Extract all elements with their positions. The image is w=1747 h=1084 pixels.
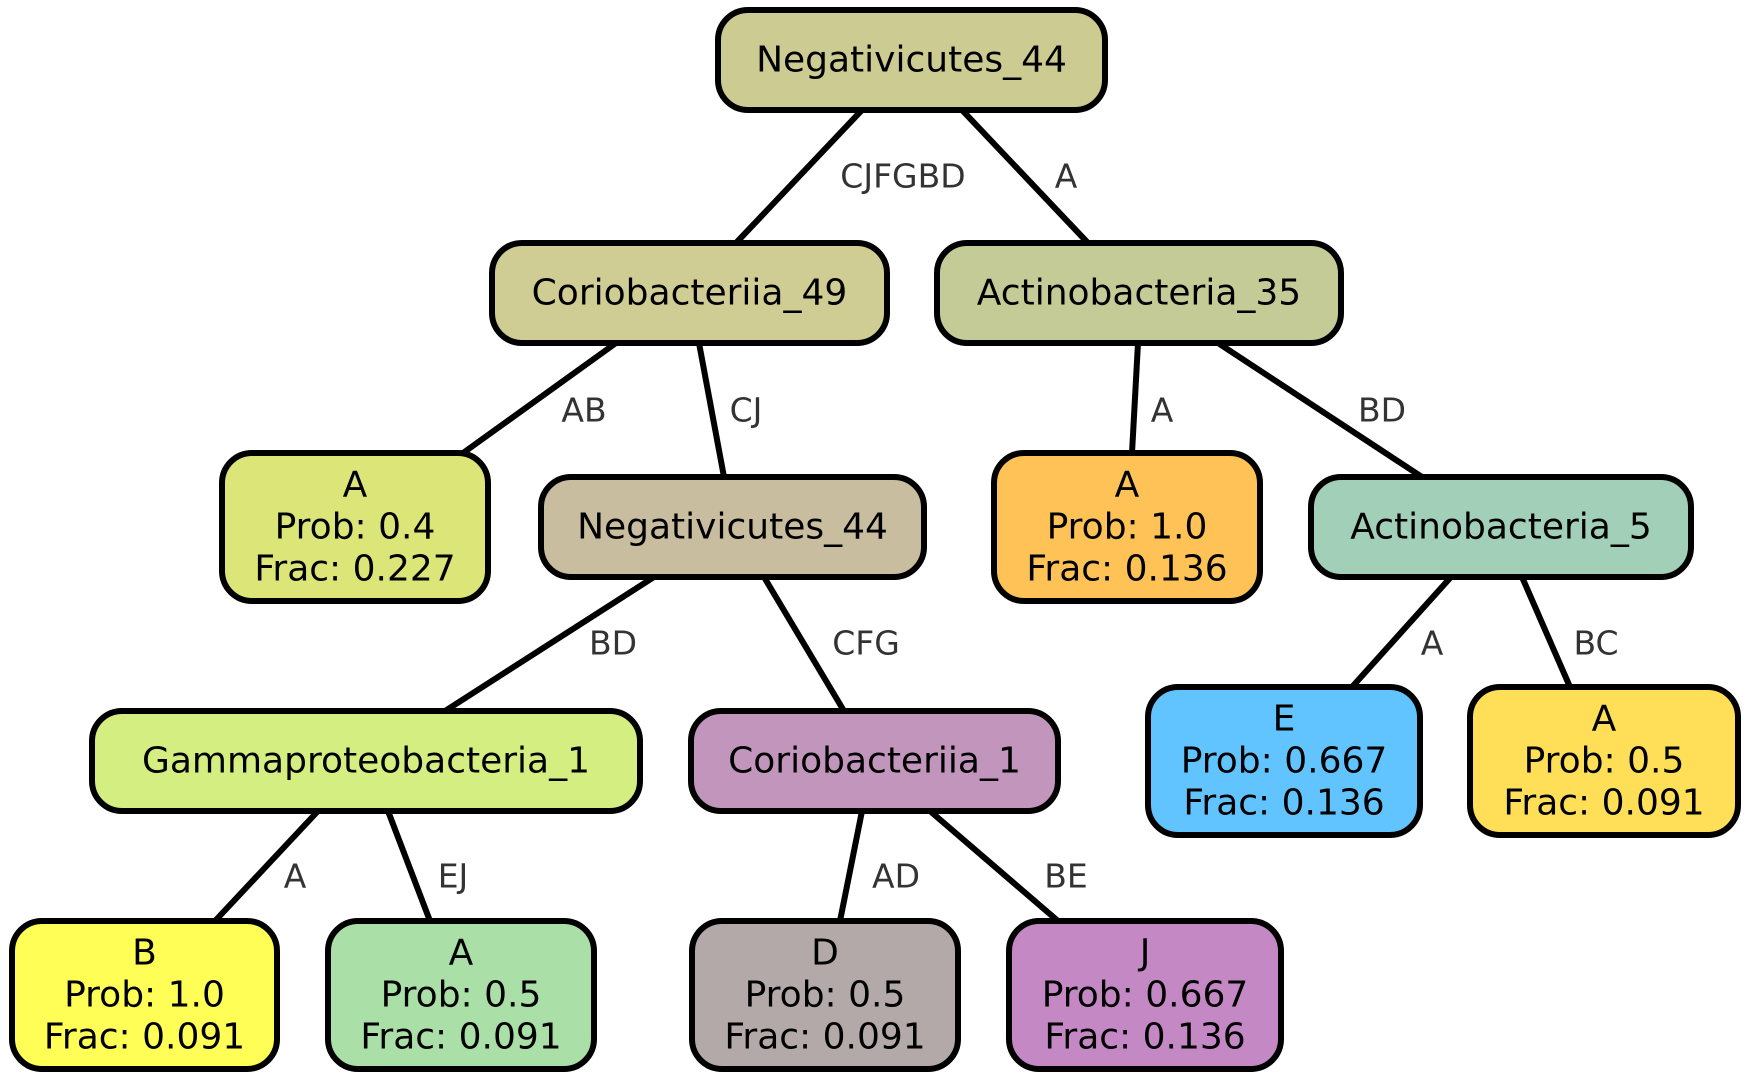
node-title: Actinobacteria_35 xyxy=(977,273,1301,314)
edge-label: A xyxy=(284,857,307,896)
edge-n2-n5 xyxy=(1129,342,1141,454)
node-title: D xyxy=(811,933,839,974)
edge-label: EJ xyxy=(438,857,469,896)
edge-label: A xyxy=(1421,624,1444,663)
tree-node: Coriobacteriia_1 xyxy=(688,708,1061,814)
edge-n4-n8 xyxy=(761,575,847,713)
edge-n7-n11 xyxy=(212,808,321,924)
node-title: Actinobacteria_5 xyxy=(1350,507,1651,548)
node-title: A xyxy=(343,465,368,506)
edge-n1-n3 xyxy=(461,340,618,456)
edge-labels-layer: CJFGBD A AB CJ A BD BD CFG A BC A EJ AD BE xyxy=(284,157,1619,896)
edge-label: CFG xyxy=(832,624,900,663)
node-stat: Frac: 0.091 xyxy=(44,1017,245,1058)
edge-n1-n4 xyxy=(696,342,727,478)
node-box xyxy=(219,450,491,604)
node-box xyxy=(1145,684,1423,838)
node-title: Coriobacteriia_1 xyxy=(728,741,1021,782)
edge-label: A xyxy=(1151,391,1174,430)
node-box xyxy=(538,474,927,580)
node-stat: Frac: 0.091 xyxy=(360,1017,561,1058)
tree-node: Actinobacteria_5 xyxy=(1308,474,1694,580)
node-stat: Frac: 0.091 xyxy=(1503,783,1704,824)
node-title: E xyxy=(1273,699,1296,740)
node-box xyxy=(934,240,1344,346)
node-title: J xyxy=(1138,933,1151,974)
node-stat: Prob: 0.667 xyxy=(1042,975,1249,1016)
node-stat: Frac: 0.136 xyxy=(1044,1017,1245,1058)
tree-node: Actinobacteria_35 xyxy=(934,240,1344,346)
node-title: A xyxy=(1592,699,1617,740)
edge-n7-n12 xyxy=(385,809,433,923)
edge-n8-n13 xyxy=(837,810,865,922)
node-stat: Frac: 0.136 xyxy=(1026,549,1227,590)
node-title: B xyxy=(132,933,157,974)
node-stat: Prob: 0.5 xyxy=(1524,741,1685,782)
edge-n0-n2 xyxy=(959,107,1091,246)
edge-label: BE xyxy=(1044,857,1088,896)
edge-n6-n9 xyxy=(1349,574,1454,690)
node-stat: Prob: 0.5 xyxy=(745,975,906,1016)
node-box xyxy=(489,240,890,346)
node-box xyxy=(1467,684,1741,838)
node-title: Coriobacteriia_49 xyxy=(532,273,848,314)
node-stat: Prob: 0.5 xyxy=(381,975,542,1016)
node-title: Negativicutes_44 xyxy=(577,507,888,548)
node-box xyxy=(1006,918,1284,1072)
node-stat: Frac: 0.136 xyxy=(1183,783,1384,824)
edge-label: BD xyxy=(1358,391,1406,430)
node-box xyxy=(715,7,1108,113)
node-box xyxy=(689,918,961,1072)
edge-label: CJ xyxy=(730,391,763,430)
node-stat: Prob: 1.0 xyxy=(1047,507,1208,548)
tree-node: Negativicutes_44 xyxy=(538,474,927,580)
node-title: A xyxy=(449,933,474,974)
edge-label: A xyxy=(1055,157,1078,196)
tree-node: Gammaproteobacteria_1 xyxy=(89,708,643,814)
node-box xyxy=(1308,474,1694,580)
node-title: Negativicutes_44 xyxy=(756,40,1067,81)
edge-label: AD xyxy=(872,857,920,896)
edge-n8-n14 xyxy=(928,808,1060,924)
node-stat: Prob: 0.667 xyxy=(1181,741,1388,782)
node-title: Gammaproteobacteria_1 xyxy=(142,741,590,782)
node-stat: Frac: 0.227 xyxy=(254,549,455,590)
edge-label: AB xyxy=(561,391,606,430)
node-title: A xyxy=(1115,465,1140,506)
edges-layer xyxy=(212,107,1573,924)
edge-label: BD xyxy=(589,624,637,663)
node-box xyxy=(9,918,280,1072)
edge-n4-n7 xyxy=(443,574,656,714)
node-box xyxy=(688,708,1061,814)
edge-n6-n10 xyxy=(1519,575,1573,689)
edge-label: CJFGBD xyxy=(840,157,965,196)
node-box xyxy=(991,450,1263,604)
edge-n2-n6 xyxy=(1216,340,1424,480)
node-stat: Prob: 1.0 xyxy=(64,975,225,1016)
node-stat: Prob: 0.4 xyxy=(275,507,436,548)
node-box xyxy=(325,918,597,1072)
tree-node: Coriobacteriia_49 xyxy=(489,240,890,346)
node-stat: Frac: 0.091 xyxy=(724,1017,925,1058)
edge-n0-n1 xyxy=(733,107,865,246)
node-box xyxy=(89,708,643,814)
tree-node: Negativicutes_44 xyxy=(715,7,1108,113)
edge-label: BC xyxy=(1573,624,1618,663)
